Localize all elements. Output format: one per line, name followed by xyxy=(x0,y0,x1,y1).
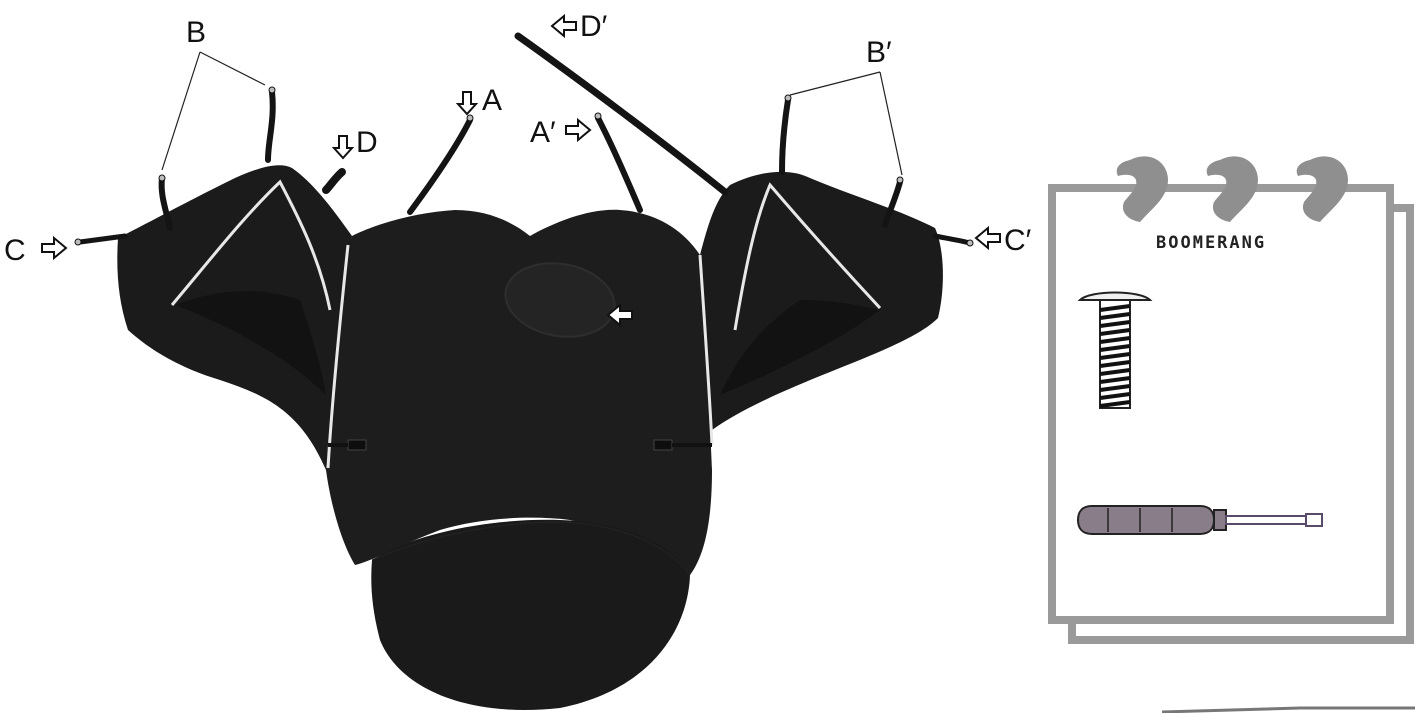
right-buckle xyxy=(654,440,672,450)
parts-card: BOOMERANG xyxy=(1052,156,1410,640)
leg-cover xyxy=(117,165,943,710)
label-a: A xyxy=(482,84,502,117)
label-c: C xyxy=(4,234,26,267)
left-buckle xyxy=(348,440,366,450)
strap-c-prime xyxy=(935,236,970,243)
arrow-a-down-icon xyxy=(458,92,476,114)
arrow-d-prime-left-icon xyxy=(552,16,576,36)
label-c-prime: C′ xyxy=(1004,224,1032,257)
strap-d xyxy=(326,172,342,190)
center-body-panel xyxy=(326,210,712,575)
arrow-a-prime-right-icon xyxy=(566,120,590,140)
strap-b-left-1 xyxy=(268,92,273,160)
arrow-c-right-icon xyxy=(42,238,66,258)
label-b-prime: B′ xyxy=(866,36,892,69)
card-title: BOOMERANG xyxy=(1156,233,1266,253)
bottom-flap xyxy=(371,520,690,710)
strap-b-right-1 xyxy=(782,100,788,172)
label-b: B xyxy=(186,16,206,49)
corner-fragment xyxy=(1162,708,1415,712)
arrow-d-down-icon xyxy=(334,136,352,158)
label-d: D xyxy=(356,126,378,159)
label-a-prime: A′ xyxy=(530,116,556,149)
strap-a-prime xyxy=(598,118,640,210)
label-d-prime: D′ xyxy=(580,10,608,43)
strap-a xyxy=(410,120,470,212)
arrow-c-prime-left-icon xyxy=(976,228,1000,248)
